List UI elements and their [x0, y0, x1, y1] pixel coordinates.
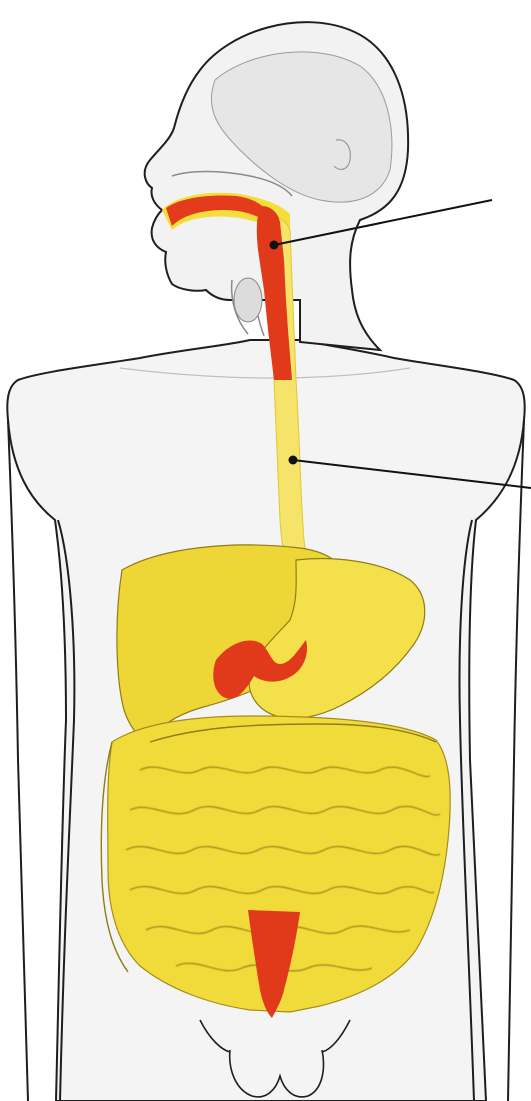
thyroid-cartilage	[234, 278, 262, 322]
left-arm-edge	[8, 420, 28, 1101]
esophagus-leader-dot	[289, 456, 298, 465]
pharynx-leader-dot	[270, 241, 279, 250]
right-arm-edge	[508, 420, 524, 1101]
